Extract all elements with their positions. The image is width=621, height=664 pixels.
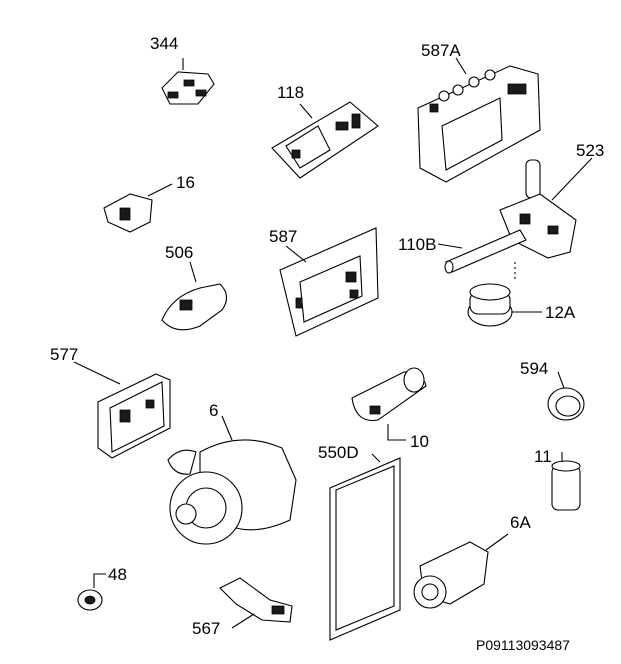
part-344-drawing <box>161 58 215 105</box>
label-587A: 587A <box>421 41 461 60</box>
part-6-drawing <box>167 415 297 545</box>
label-12A: 12A <box>545 303 576 322</box>
label-10: 10 <box>410 432 429 451</box>
label-550D: 550D <box>318 443 359 462</box>
label-506: 506 <box>165 243 193 262</box>
part-577-drawing <box>73 361 171 459</box>
part-6A-drawing <box>413 533 509 609</box>
part-587-drawing <box>279 227 379 337</box>
label-16: 16 <box>176 173 195 192</box>
label-48: 48 <box>108 565 127 584</box>
part-11-drawing <box>551 452 581 511</box>
part-587A-drawing <box>417 57 541 183</box>
part-523-drawing <box>499 157 593 282</box>
part-118-drawing <box>271 101 379 179</box>
label-110B: 110B <box>398 235 436 254</box>
label-523: 523 <box>576 141 604 160</box>
part-16-drawing <box>103 183 173 233</box>
part-48-drawing <box>77 573 106 611</box>
part-594-drawing <box>547 371 585 421</box>
part-506-drawing <box>161 261 228 331</box>
label-594: 594 <box>520 359 548 378</box>
part-110B-drawing <box>437 229 527 274</box>
label-587: 587 <box>269 227 297 246</box>
part-12A-drawing <box>467 283 542 327</box>
label-118: 118 <box>277 83 304 102</box>
part-550D-drawing <box>329 453 401 641</box>
part-567-drawing <box>219 577 293 629</box>
label-11: 11 <box>534 447 552 466</box>
label-567: 567 <box>192 619 220 638</box>
part-10-drawing <box>351 367 427 441</box>
label-6A: 6A <box>510 513 531 532</box>
label-6: 6 <box>209 401 218 420</box>
label-344: 344 <box>150 34 178 53</box>
label-577: 577 <box>50 345 78 364</box>
reference-code: P09113093487 <box>476 637 570 653</box>
